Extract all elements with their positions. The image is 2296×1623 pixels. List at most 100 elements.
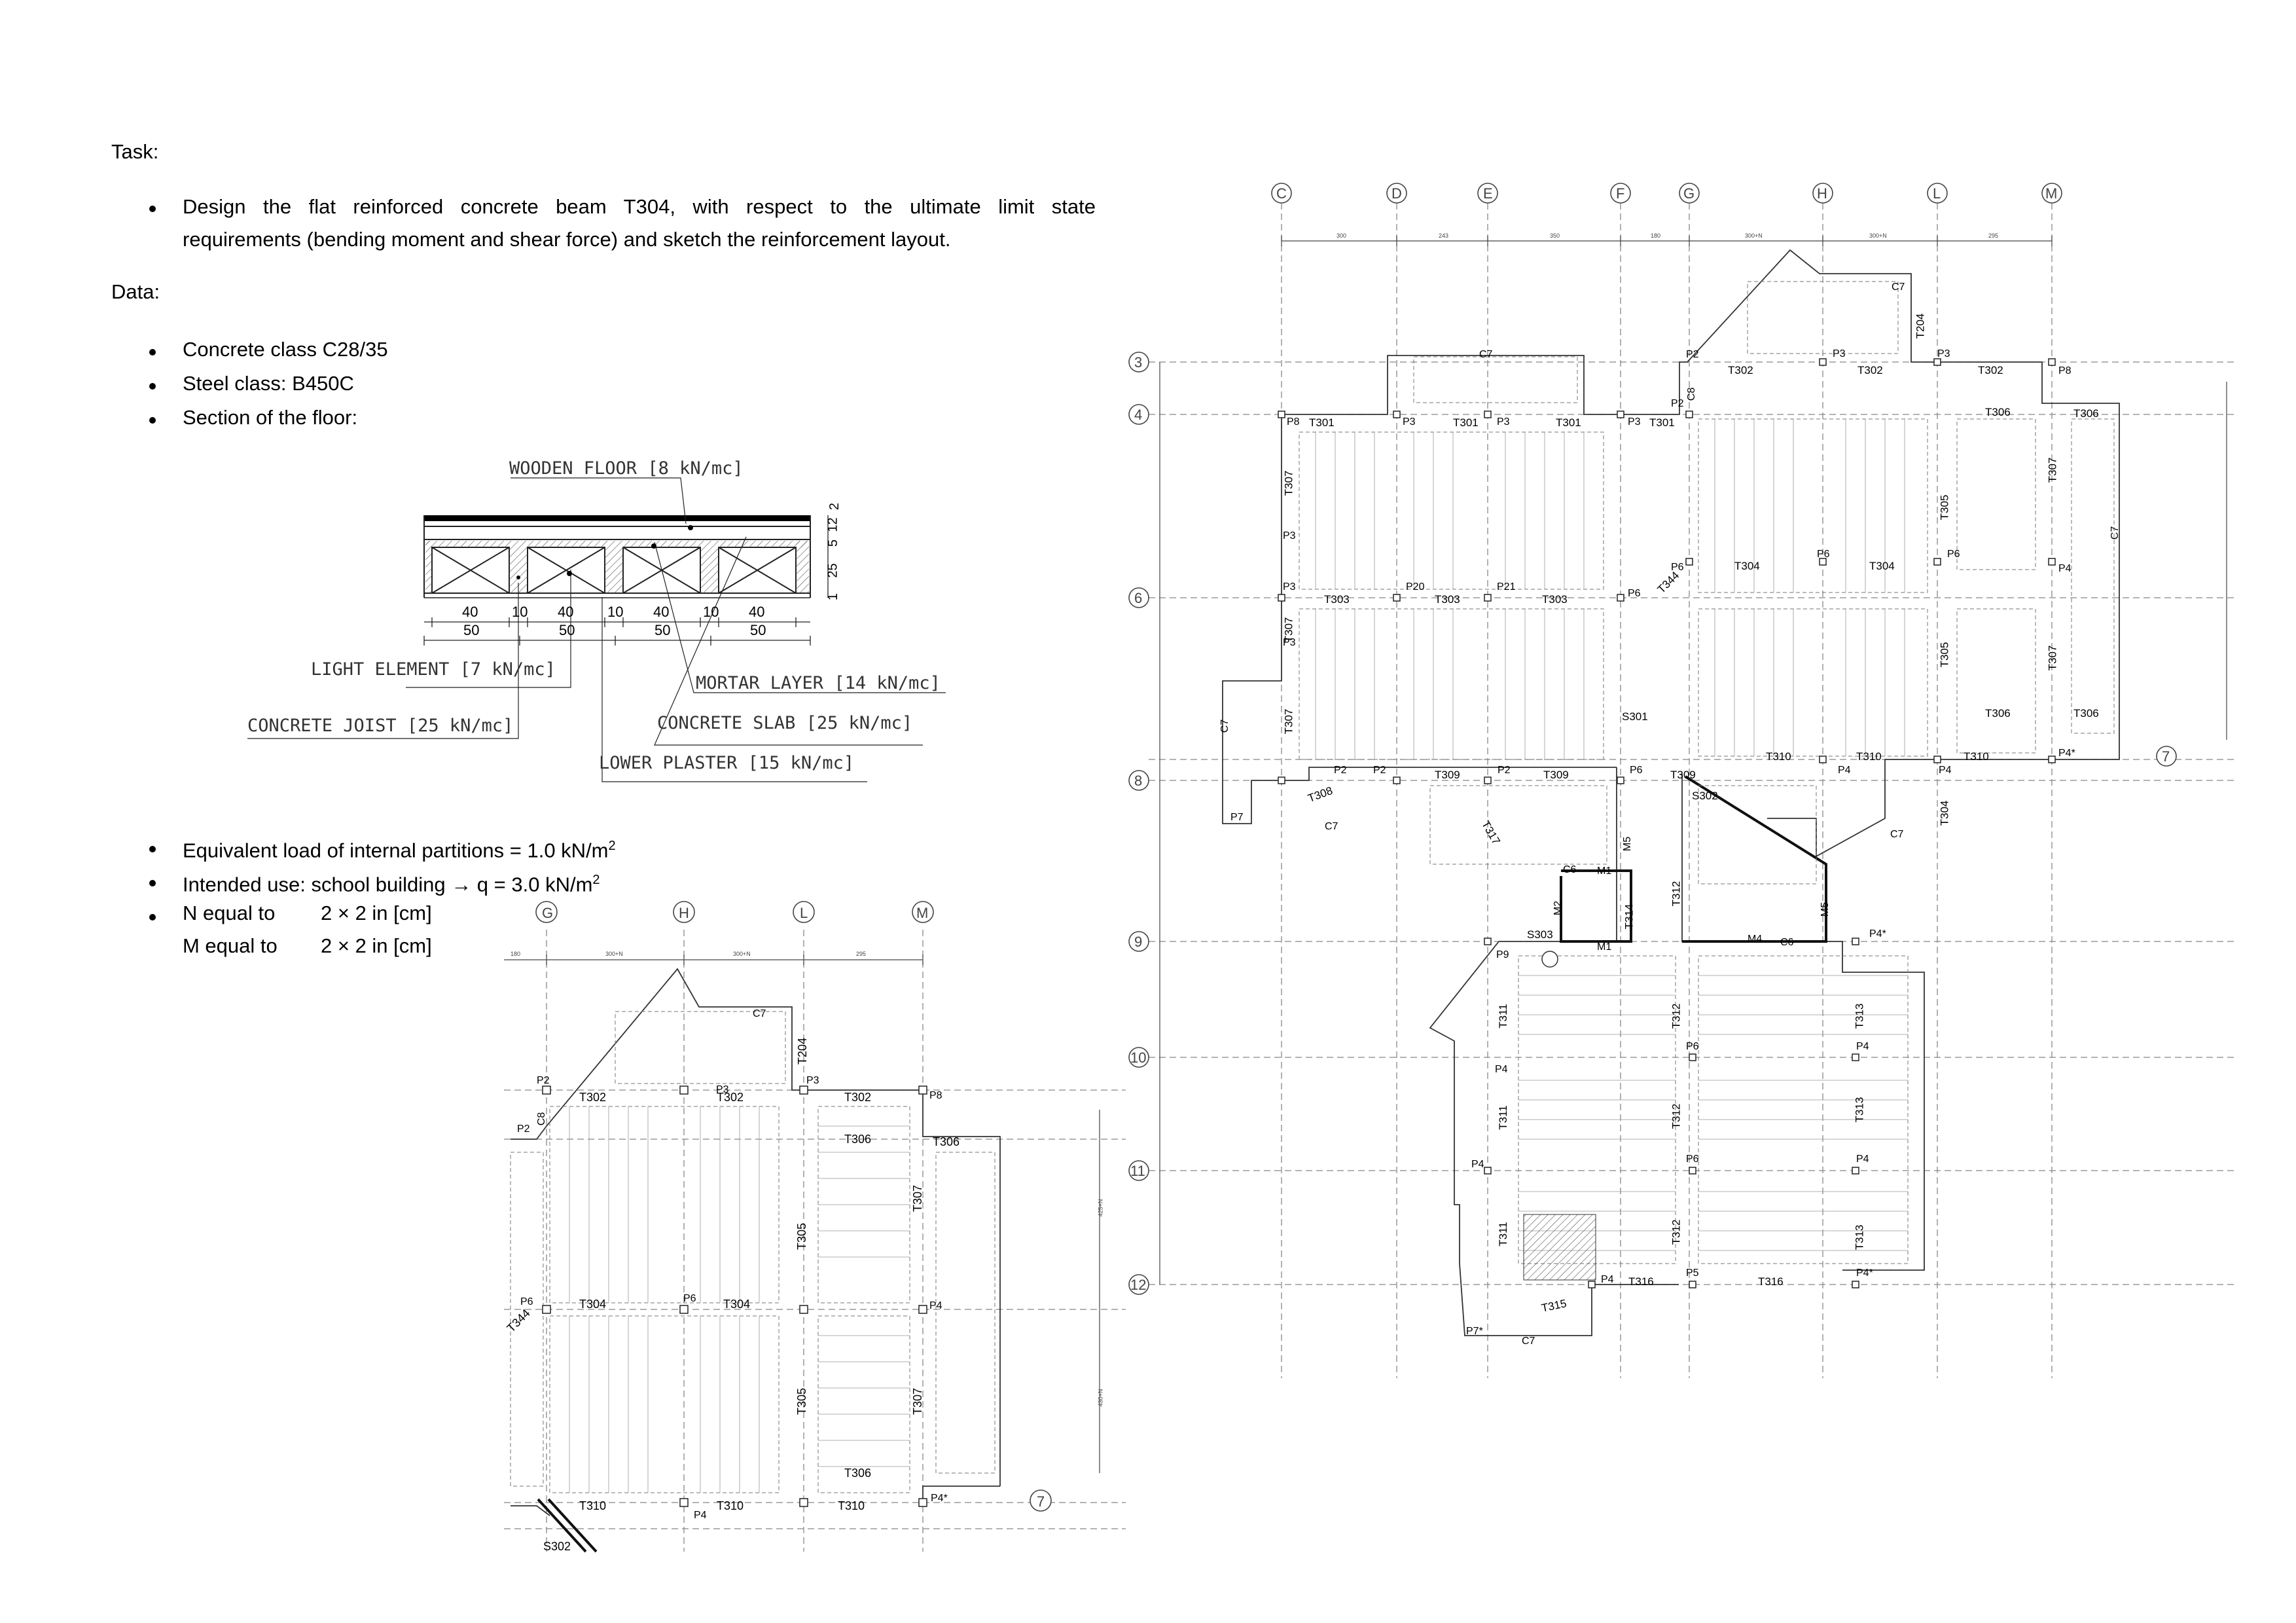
- mini-pillar-p6: P6: [520, 1296, 533, 1307]
- mini-beam-t305: T305: [795, 1222, 809, 1250]
- beam-t303: T303: [1542, 593, 1568, 606]
- mini-pillar-p6: P6: [683, 1293, 696, 1304]
- mini-grid-col-l: L: [800, 905, 808, 921]
- beam-t304: T304: [1869, 560, 1895, 572]
- dim-label: 300+N: [1745, 232, 1763, 239]
- load-use: Intended use: school building → q = 3.0 …: [183, 873, 600, 896]
- beam-t310: T310: [1766, 750, 1791, 763]
- beam-t303: T303: [1435, 593, 1460, 606]
- pillar-p4-star: P4*: [2058, 748, 2075, 759]
- task-line-1: Design the flat reinforced concrete beam…: [183, 195, 1096, 218]
- beam-t309: T309: [1543, 769, 1569, 781]
- beam-t307: T307: [2046, 457, 2059, 483]
- mini-beam-t307: T307: [911, 1387, 925, 1415]
- dim-label: 243: [1439, 232, 1449, 239]
- mini-pillar-p3: P3: [806, 1075, 819, 1086]
- wall-c6: C6: [1780, 937, 1794, 948]
- slab-s303: S303: [1527, 928, 1553, 941]
- beam-t302: T302: [1857, 364, 1883, 376]
- dim-1: 1: [826, 593, 841, 601]
- grid-row-12: 12: [1130, 1277, 1147, 1293]
- mini-pillar-p3: P3: [716, 1084, 729, 1095]
- mini-beam-t302: T302: [844, 1091, 872, 1104]
- pillar-p7-star: P7*: [1466, 1326, 1483, 1337]
- lower-plaster-label: LOWER PLASTER [15 kN/mc]: [599, 753, 855, 773]
- m-label: M equal to: [183, 934, 278, 957]
- beam-t301: T301: [1309, 416, 1335, 429]
- mini-beam-t306: T306: [933, 1135, 960, 1148]
- dim-label: 300: [1336, 232, 1347, 239]
- beam-t306: T306: [1985, 707, 2011, 720]
- dim-label: 300+N: [733, 951, 751, 957]
- pillar-p4: P4: [1856, 1154, 1869, 1165]
- beam-t304: T304: [1938, 800, 1951, 826]
- beam-t302: T302: [1728, 364, 1753, 376]
- wall-c8: C8: [1686, 387, 1698, 401]
- n-value: 2 × 2 in [cm]: [321, 902, 432, 924]
- dim-40: 40: [462, 604, 478, 620]
- pillar-p5: P5: [1686, 1267, 1699, 1279]
- mini-beam-t305: T305: [795, 1387, 809, 1415]
- bullet: [149, 880, 156, 886]
- beam-t305: T305: [1938, 642, 1951, 668]
- data-item-concrete: Concrete class C28/35: [183, 338, 388, 361]
- pillar-p4: P4: [2058, 563, 2072, 574]
- beam-t311: T311: [1496, 1222, 1509, 1247]
- pillar-p21: P21: [1497, 581, 1516, 593]
- grid-col-g: G: [1683, 185, 1695, 202]
- mini-grid-col-m: M: [916, 905, 929, 921]
- task-heading: Task:: [111, 140, 159, 163]
- mortar-layer-label: MORTAR LAYER [14 kN/mc]: [696, 673, 941, 693]
- beam-t311: T311: [1496, 1004, 1509, 1029]
- mini-grid-row-7: 7: [1037, 1493, 1045, 1510]
- beam-t314: T314: [1623, 903, 1636, 930]
- dim-50: 50: [559, 622, 575, 638]
- mini-wall-c8: C8: [536, 1112, 548, 1126]
- beam-t313: T313: [1853, 1003, 1866, 1029]
- grid-col-c: C: [1276, 185, 1287, 202]
- wall-c7: C7: [1479, 349, 1493, 360]
- wall-m5: M5: [1820, 902, 1831, 917]
- dim-label: 300+N: [605, 951, 623, 957]
- pillar-p2: P2: [1686, 349, 1699, 360]
- pillar-p6: P6: [1630, 765, 1643, 776]
- dim-label: 180: [1651, 232, 1661, 239]
- beam-t204: T204: [1914, 313, 1927, 339]
- data-heading: Data:: [111, 280, 160, 303]
- beam-t307: T307: [1282, 708, 1295, 735]
- pillar-p20: P20: [1406, 581, 1425, 593]
- beam-t317: T317: [1479, 818, 1503, 847]
- mini-beam-t304: T304: [723, 1298, 751, 1311]
- wall-c7: C7: [1325, 821, 1338, 832]
- grid-row-3: 3: [1134, 354, 1143, 371]
- mini-beam-t310: T310: [717, 1499, 744, 1512]
- grid-col-l: L: [1933, 185, 1941, 202]
- mini-beam-t306: T306: [844, 1133, 872, 1146]
- mini-wall-c7: C7: [753, 1008, 766, 1019]
- dim-40: 40: [749, 604, 765, 620]
- pillar-p3: P3: [1403, 416, 1416, 428]
- pillar-p3: P3: [1833, 348, 1846, 359]
- beam-t310: T310: [1856, 750, 1882, 763]
- pillar-p4: P4: [1939, 765, 1952, 776]
- dim-12: 12: [825, 517, 840, 532]
- dim-40: 40: [558, 604, 574, 620]
- mini-beam-t344: T344: [504, 1306, 533, 1335]
- wall-m5: M5: [1622, 836, 1634, 852]
- mini-slab-s302: S302: [543, 1540, 571, 1553]
- bullet: [149, 914, 156, 921]
- beam-t312: T312: [1670, 1219, 1683, 1245]
- pillar-p2: P2: [1671, 398, 1684, 409]
- mini-beam-t307: T307: [911, 1184, 925, 1213]
- pillar-p6: P6: [1817, 549, 1830, 560]
- dim-50: 50: [750, 622, 766, 638]
- dim-5: 5: [826, 539, 841, 547]
- grid-row-8: 8: [1134, 773, 1143, 789]
- m-value: 2 × 2 in [cm]: [321, 934, 432, 957]
- data-item-steel: Steel class: B450C: [183, 372, 354, 395]
- data-item-section: Section of the floor:: [183, 406, 358, 429]
- wall-m1: M1: [1597, 866, 1612, 877]
- mini-grid-col-g: G: [542, 905, 554, 921]
- grid-row-9: 9: [1134, 934, 1143, 950]
- pillar-p4: P4: [1495, 1064, 1508, 1075]
